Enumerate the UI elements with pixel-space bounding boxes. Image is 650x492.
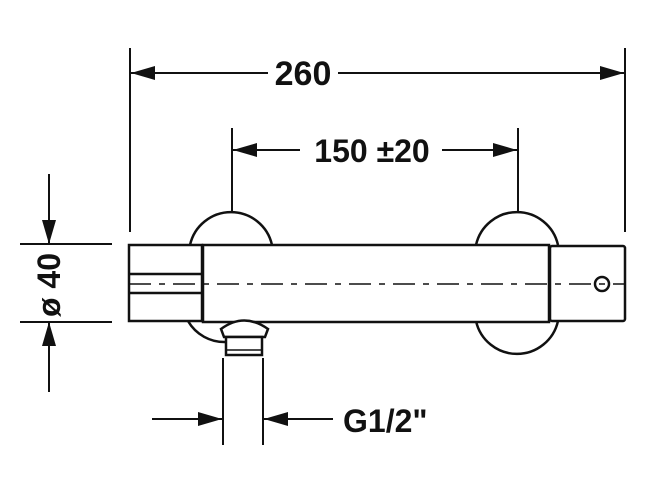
dimension-overall-length — [129, 48, 626, 232]
dimension-label-260: 260 — [275, 55, 332, 93]
dimension-thread — [152, 358, 333, 445]
dimension-label-diameter: ø 40 — [31, 253, 67, 317]
outlet-connector — [219, 319, 270, 357]
dimension-diameter — [20, 174, 112, 392]
dimension-label-thread: G1/2" — [343, 403, 428, 439]
wall-rosettes — [186, 210, 560, 356]
dimension-center-distance — [231, 128, 519, 214]
dimension-label-150: 150 ±20 — [314, 133, 429, 169]
